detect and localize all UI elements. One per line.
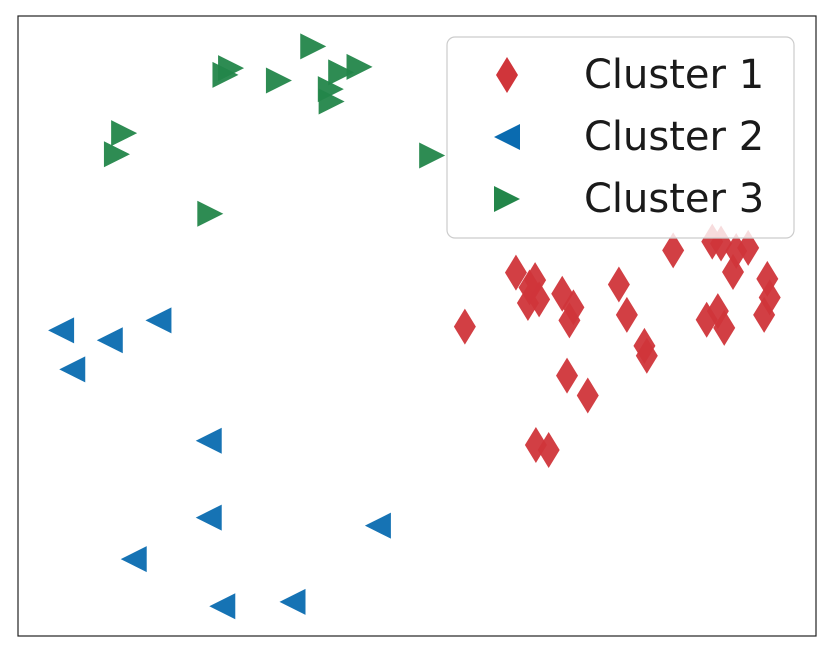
point-cluster-1 bbox=[633, 327, 656, 364]
point-cluster-2 bbox=[59, 356, 86, 383]
legend-entry-cluster-1: Cluster 1 bbox=[496, 52, 764, 98]
point-cluster-3 bbox=[197, 200, 224, 227]
point-cluster-1 bbox=[504, 254, 527, 291]
point-cluster-1 bbox=[607, 266, 630, 303]
point-cluster-3 bbox=[265, 67, 292, 94]
legend-marker-cluster-1 bbox=[496, 57, 518, 93]
point-cluster-1 bbox=[713, 309, 736, 346]
point-cluster-2 bbox=[48, 317, 75, 344]
point-cluster-2 bbox=[195, 504, 222, 531]
point-cluster-1 bbox=[556, 357, 579, 394]
legend: Cluster 1 Cluster 2 Cluster 3 bbox=[446, 36, 795, 239]
data-points bbox=[48, 33, 781, 620]
point-cluster-3 bbox=[103, 141, 130, 168]
point-cluster-1 bbox=[695, 301, 718, 338]
plot-frame bbox=[17, 15, 817, 637]
legend-label-cluster-2: Cluster 2 bbox=[584, 114, 764, 160]
point-cluster-2 bbox=[195, 427, 222, 454]
point-cluster-3 bbox=[328, 59, 355, 86]
point-cluster-1 bbox=[453, 308, 476, 345]
point-cluster-1 bbox=[737, 229, 760, 266]
point-cluster-1 bbox=[516, 285, 539, 322]
point-cluster-3 bbox=[300, 33, 327, 60]
point-cluster-1 bbox=[662, 232, 685, 269]
point-cluster-1 bbox=[537, 432, 560, 468]
point-cluster-2 bbox=[120, 546, 147, 573]
point-cluster-3 bbox=[111, 120, 138, 147]
point-cluster-3 bbox=[318, 88, 345, 115]
point-cluster-1 bbox=[753, 296, 776, 333]
point-cluster-3 bbox=[346, 53, 373, 80]
legend-entry-cluster-3: Cluster 3 bbox=[494, 176, 764, 222]
point-cluster-2 bbox=[279, 588, 306, 615]
point-cluster-2 bbox=[209, 593, 236, 620]
point-cluster-1 bbox=[576, 377, 599, 414]
point-cluster-1 bbox=[722, 254, 745, 291]
legend-marker-cluster-2 bbox=[494, 124, 520, 150]
point-cluster-1 bbox=[558, 302, 581, 339]
legend-marker-cluster-3 bbox=[494, 186, 520, 212]
point-cluster-2 bbox=[364, 512, 391, 539]
legend-box bbox=[446, 36, 795, 239]
point-cluster-1 bbox=[615, 296, 638, 333]
point-cluster-2 bbox=[145, 307, 172, 334]
legend-label-cluster-3: Cluster 3 bbox=[584, 176, 764, 222]
point-cluster-2 bbox=[96, 327, 123, 354]
legend-entry-cluster-2: Cluster 2 bbox=[494, 114, 764, 160]
legend-label-cluster-1: Cluster 1 bbox=[584, 52, 764, 98]
point-cluster-3 bbox=[419, 142, 446, 169]
point-cluster-3 bbox=[212, 61, 239, 88]
